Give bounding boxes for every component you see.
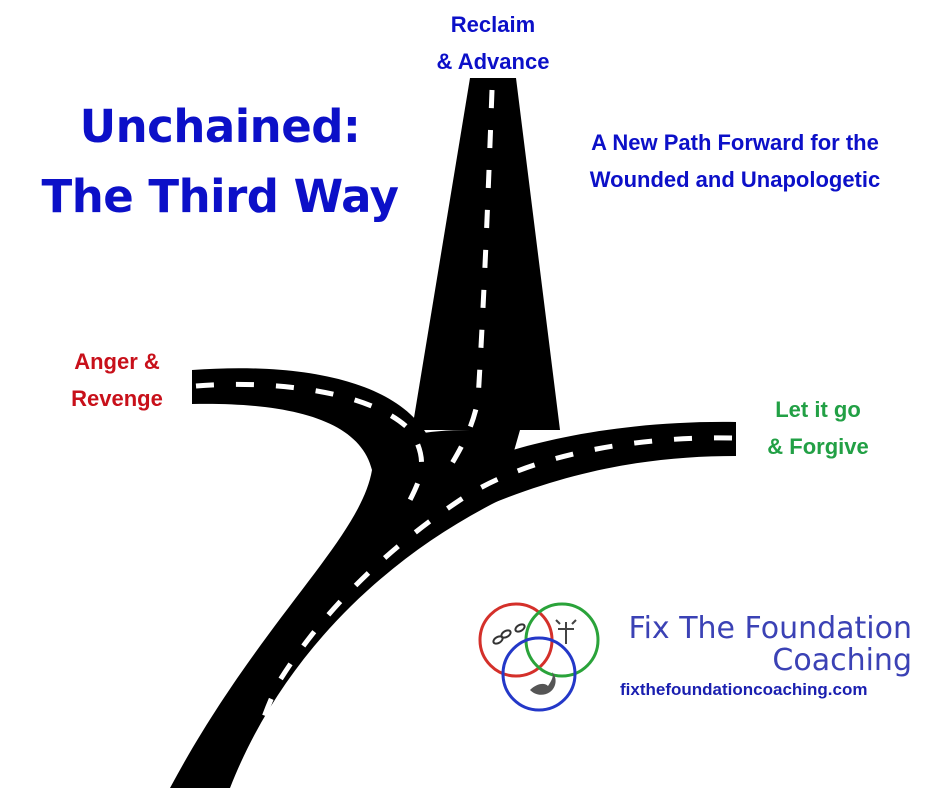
blue-circle — [501, 636, 577, 712]
path-label-reclaim: Reclaim & Advance — [436, 12, 550, 74]
red-circle — [478, 602, 554, 678]
venn-logo — [478, 602, 600, 712]
broken-chain-icon — [492, 623, 526, 645]
page-title-line-2: The Third Way — [41, 170, 400, 223]
brand-name-line-1: Fix The Foundation — [628, 611, 913, 646]
brand-url[interactable]: fixthefoundationcoaching.com — [620, 680, 868, 699]
page-title-line-1: Unchained: — [79, 100, 361, 153]
path-label-forgive: Let it go & Forgive — [767, 397, 869, 459]
cross-icon — [555, 619, 577, 644]
road-dashes — [195, 89, 733, 788]
road-right — [450, 421, 736, 522]
dove-icon — [530, 672, 556, 695]
brand-name-line-2: Coaching — [772, 643, 912, 678]
subtitle: A New Path Forward for the Wounded and U… — [589, 130, 881, 192]
road-left — [192, 368, 430, 470]
path-label-anger: Anger & Revenge — [71, 349, 163, 411]
green-circle — [524, 602, 600, 678]
